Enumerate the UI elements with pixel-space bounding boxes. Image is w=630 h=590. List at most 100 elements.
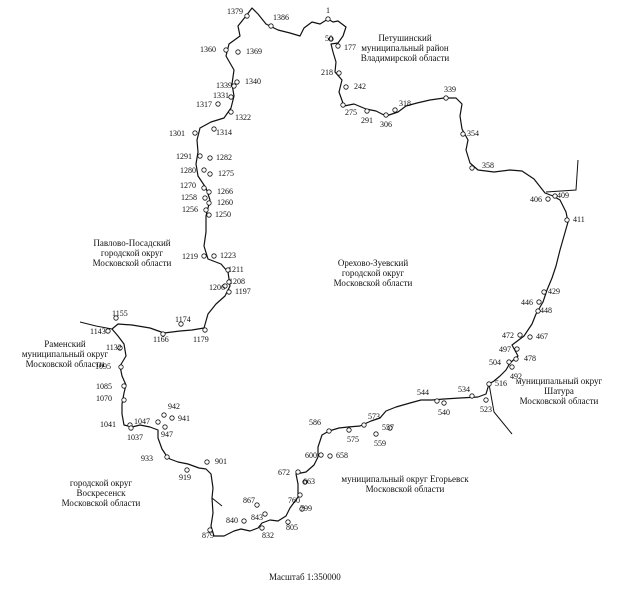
region-label-petushinsky: Петушинский муниципальный район Владимир…	[360, 33, 450, 63]
boundary-point-marker	[254, 502, 260, 508]
boundary-point-label: 1301	[169, 129, 185, 138]
boundary-point-marker	[223, 47, 229, 53]
boundary-point-marker	[460, 131, 466, 137]
boundary-point-label: 504	[489, 358, 501, 367]
boundary-point-marker	[441, 400, 447, 406]
boundary-point-marker	[326, 428, 332, 434]
boundary-point-marker	[340, 102, 346, 108]
boundary-point-marker	[434, 398, 440, 404]
boundary-point-label: 1166	[153, 335, 169, 344]
region-label-ramensky: Раменский муниципальный округ Московской…	[21, 339, 109, 369]
boundary-point-label: 1174	[175, 315, 191, 324]
boundary-point-label: 354	[467, 129, 479, 138]
boundary-point-marker	[226, 289, 232, 295]
boundary-point-label: 941	[178, 414, 190, 423]
boundary-point-marker	[443, 95, 449, 101]
boundary-point-marker	[346, 427, 352, 433]
boundary-point-label: 1266	[217, 187, 233, 196]
boundary-point-marker	[509, 364, 515, 370]
boundary-point-label: 658	[336, 451, 348, 460]
boundary-point-label: 1223	[220, 251, 236, 260]
boundary-point-marker	[469, 393, 475, 399]
boundary-point-label: 275	[345, 108, 357, 117]
boundary-point-label: 760	[288, 496, 300, 505]
boundary-point-label: 1369	[246, 47, 262, 56]
boundary-point-label: 1037	[127, 433, 143, 442]
boundary-point-label: 492	[510, 372, 522, 381]
boundary-point-marker	[299, 506, 305, 512]
boundary-point-marker	[328, 36, 334, 42]
boundary-point-label: 600	[305, 451, 317, 460]
boundary-point-label: 1280	[180, 166, 196, 175]
boundary-point-label: 516	[495, 379, 507, 388]
boundary-point-marker	[121, 383, 127, 389]
boundary-point-marker	[192, 130, 198, 136]
boundary-point-label: 1	[326, 6, 330, 15]
region-label-pavlovo-posad: Павлово-Посадский городской округ Москов…	[92, 238, 172, 268]
boundary-point-label: 867	[243, 496, 255, 505]
boundary-point-marker	[541, 289, 547, 295]
boundary-point-label: 947	[161, 430, 173, 439]
boundary-point-label: 1206	[209, 283, 225, 292]
boundary-point-marker	[225, 267, 231, 273]
adjacent-boundary-stub	[488, 383, 513, 435]
boundary-point-label: 1386	[273, 13, 289, 22]
boundary-point-label: 429	[548, 287, 560, 296]
boundary-point-label: 1095	[95, 362, 111, 371]
boundary-point-label: 1179	[193, 335, 209, 344]
boundary-point-label: 242	[354, 82, 366, 91]
boundary-point-label: 1379	[227, 7, 243, 16]
region-label-egoryevsk: муниципальный округ Егорьевск Московской…	[341, 474, 469, 494]
boundary-point-marker	[215, 101, 221, 107]
boundary-point-marker	[514, 346, 520, 352]
boundary-point-label: 1322	[235, 113, 251, 122]
boundary-point-marker	[517, 332, 523, 338]
boundary-point-marker	[336, 70, 342, 76]
boundary-point-marker	[262, 511, 268, 517]
boundary-point-label: 1258	[181, 193, 197, 202]
boundary-point-label: 879	[202, 531, 214, 540]
boundary-point-marker	[105, 328, 111, 334]
boundary-point-marker	[327, 453, 333, 459]
boundary-point-marker	[222, 283, 228, 289]
boundary-point-marker	[469, 165, 475, 171]
boundary-point-marker	[162, 424, 168, 430]
boundary-point-marker	[302, 479, 308, 485]
boundary-point-marker	[241, 518, 247, 524]
boundary-point-marker	[128, 425, 134, 431]
boundary-point-marker	[361, 422, 367, 428]
boundary-point-marker	[297, 492, 303, 498]
boundary-point-marker	[207, 155, 213, 161]
boundary-point-label: 1314	[216, 128, 232, 137]
boundary-point-label: 840	[226, 516, 238, 525]
boundary-point-label: 1155	[112, 309, 128, 318]
boundary-point-marker	[226, 279, 232, 285]
boundary-point-label: 358	[482, 161, 494, 170]
boundary-point-label: 339	[444, 85, 456, 94]
boundary-point-marker	[118, 364, 124, 370]
adjacent-boundary-stub	[79, 321, 113, 330]
boundary-point-label: 540	[438, 408, 450, 417]
boundary-point-label: 832	[262, 531, 274, 540]
boundary-point-label: 497	[499, 345, 511, 354]
boundary-point-marker	[206, 189, 212, 195]
boundary-point-marker	[207, 527, 213, 533]
boundary-point-marker	[535, 308, 541, 314]
boundary-point-label: 1211	[228, 265, 244, 274]
boundary-point-label: 472	[502, 331, 514, 340]
boundary-point-marker	[206, 212, 212, 218]
boundary-point-marker	[552, 193, 558, 199]
boundary-point-marker	[201, 167, 207, 173]
boundary-point-marker	[203, 207, 209, 213]
boundary-point-marker	[204, 459, 210, 465]
boundary-point-marker	[207, 171, 213, 177]
boundary-point-marker	[392, 107, 398, 113]
boundary-point-label: 291	[361, 116, 373, 125]
boundary-point-marker	[201, 253, 207, 259]
boundary-point-label: 1260	[217, 198, 233, 207]
boundary-point-label: 544	[417, 388, 429, 397]
boundary-point-marker	[201, 185, 207, 191]
adjacent-boundary-stub	[211, 497, 223, 507]
boundary-point-marker	[234, 79, 240, 85]
